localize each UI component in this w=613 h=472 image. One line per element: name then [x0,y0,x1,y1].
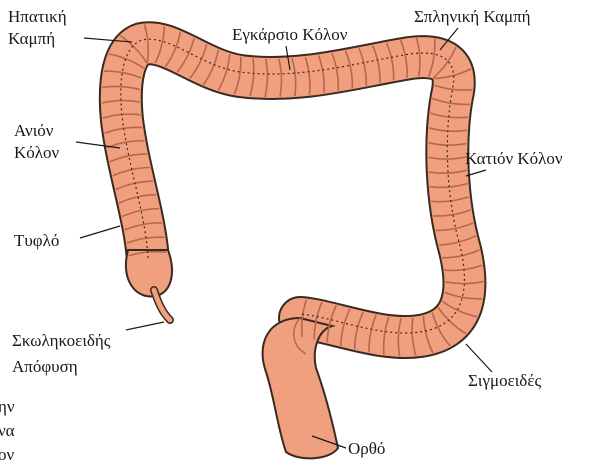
label-hepatic-flexure-line2: Καμπή [8,28,67,50]
cropped-text-line2: να [0,420,15,442]
label-ascending-colon-line1: Ανιόν [14,120,59,142]
cecum-pouch [126,250,172,297]
leader-appendix [126,322,164,330]
label-hepatic-flexure: Ηπατική Καμπή [8,6,67,50]
leader-sigmoid [466,344,492,372]
label-ascending-colon-line2: Κόλον [14,142,59,164]
label-appendix: Σκωληκοειδής Απόφυση [12,330,111,378]
label-hepatic-flexure-line1: Ηπατική [8,6,67,28]
leader-cecum [80,226,120,238]
label-rectum: Ορθό [348,438,385,460]
label-appendix-line1: Σκωληκοειδής [12,330,111,352]
label-ascending-colon: Ανιόν Κόλον [14,120,59,164]
label-descending-colon: Κατιόν Κόλον [465,148,563,170]
colon-body [121,43,465,337]
label-sigmoid: Σιγμοειδές [468,370,541,392]
label-cecum: Τυφλό [14,230,59,252]
label-transverse-colon: Εγκάρσιο Κόλον [232,24,347,46]
colon-tube [121,43,465,458]
label-appendix-line2: Απόφυση [12,356,111,378]
cropped-text-line3: ον [0,444,14,466]
cropped-text-line1: ην [0,396,15,418]
label-splenic-flexure: Σπληνική Καμπή [414,6,531,28]
